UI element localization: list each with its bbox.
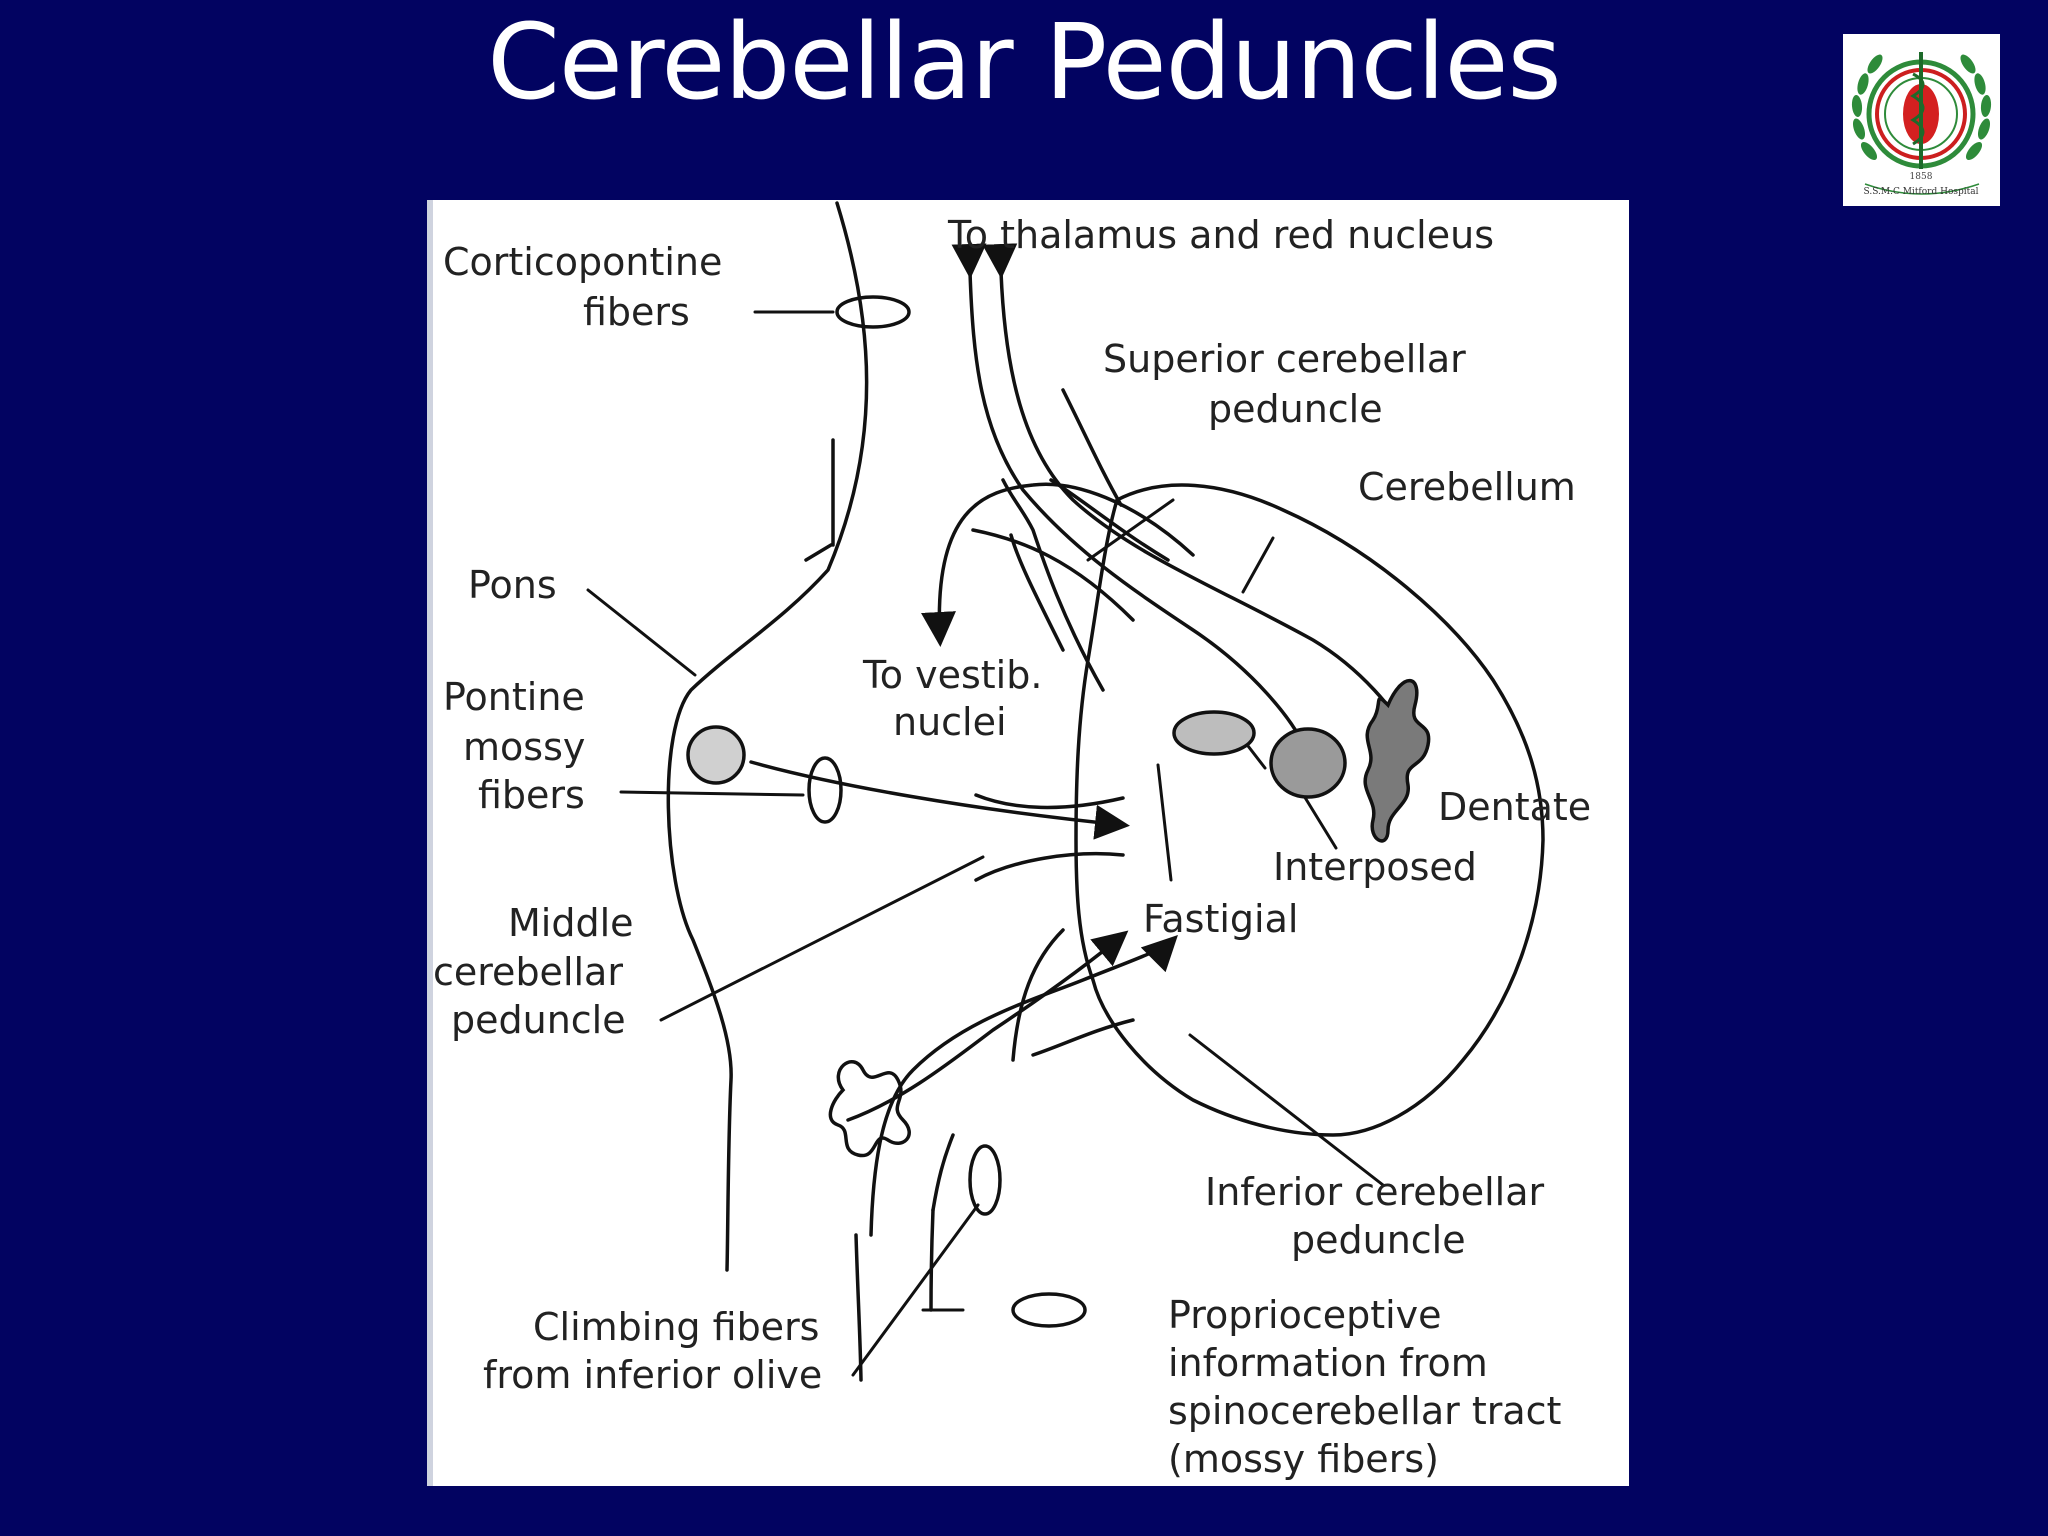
leader-lines [586,310,1385,1377]
label-pontine-fibers: fibers [478,773,585,817]
label-interposed: Interposed [1273,845,1477,889]
vestibular-pathway [921,482,1195,647]
fastigial-nucleus [1172,710,1256,756]
label-proprioceptive: Proprioceptive [1168,1293,1442,1337]
olivary-tract-ring [968,1144,1002,1216]
label-pons: Pons [468,563,557,607]
cerebellar-peduncles-diagram: Corticopontine fibers To thalamus and re… [427,200,1629,1486]
label-to-vestib: To vestib. [862,653,1042,697]
label-cerebellum: Cerebellum [1358,465,1576,509]
laurel-wreath-icon [1851,54,1992,161]
corticopontine-tract-ring [835,295,911,329]
label-corticopontine: Corticopontine [443,240,722,284]
label-superior-peduncle: Superior cerebellar [1103,337,1466,381]
logo-year: 1858 [1910,172,1933,182]
label-climbing-fibers: Climbing fibers [533,1305,819,1349]
label-nuclei: nuclei [893,700,1007,744]
label-middle-peduncle: peduncle [451,998,626,1042]
dentate-nucleus [1363,678,1431,843]
cerebellum-outline [1074,483,1545,1137]
label-middle: Middle [508,901,634,945]
label-middle-cerebellar: cerebellar [433,950,623,994]
label-corticopontine-fibers: fibers [583,290,690,334]
label-spinocerebellar: spinocerebellar tract [1168,1389,1561,1433]
pontine-nucleus [686,725,746,785]
spinocerebellar-tract-ring [1011,1292,1087,1328]
logo-text: S.S.M.C Mitford Hospital [1863,187,1978,197]
label-dentate: Dentate [1438,785,1591,829]
superior-peduncle-fibers [951,243,1415,750]
label-inferior-peduncle-2: peduncle [1291,1218,1466,1262]
pons-outline [666,201,869,1272]
hospital-logo: 1858 S.S.M.C Mitford Hospital [1843,34,2000,206]
inferior-peduncle-fibers [846,928,1178,1382]
slide-title: Cerebellar Peduncles [487,1,1561,123]
middle-peduncle-fibers [749,760,1130,882]
label-fastigial: Fastigial [1143,897,1298,941]
label-information-from: information from [1168,1341,1488,1385]
inferior-olive [828,1060,911,1158]
interposed-nucleus [1269,727,1347,799]
label-pontine: Pontine [443,675,585,719]
label-superior-peduncle-2: peduncle [1208,387,1383,431]
label-inferior-peduncle: Inferior cerebellar [1205,1170,1545,1214]
label-thalamus: To thalamus and red nucleus [947,213,1494,257]
caduceus-icon [1910,52,1925,169]
label-inferior-olive: from inferior olive [483,1353,822,1397]
label-pontine-mossy: mossy [463,725,585,769]
label-mossy-fibers: (mossy fibers) [1168,1437,1439,1481]
pontine-tract-ring [807,756,843,824]
